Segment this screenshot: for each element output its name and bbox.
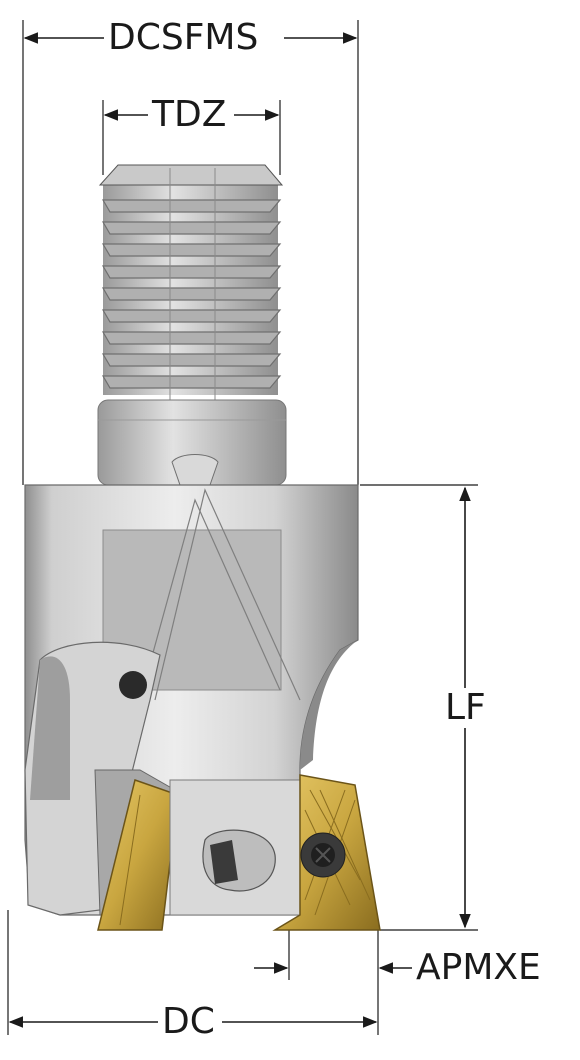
- extension-lines: [7, 20, 478, 1035]
- apmxe-label: APMXE: [412, 948, 545, 988]
- right-insert: [272, 774, 381, 931]
- threaded-shank: [98, 164, 284, 470]
- coolant-hole-icon: [119, 671, 147, 699]
- dcsfms-label: DCSFMS: [104, 18, 263, 58]
- shank-neck: [97, 399, 287, 486]
- dimension-lines: [8, 32, 471, 1028]
- tdz-label: TDZ: [148, 95, 231, 135]
- lf-label: LF: [441, 688, 490, 728]
- center-clamp: [169, 779, 301, 916]
- dc-label: DC: [158, 1002, 219, 1042]
- left-insert: [97, 779, 179, 931]
